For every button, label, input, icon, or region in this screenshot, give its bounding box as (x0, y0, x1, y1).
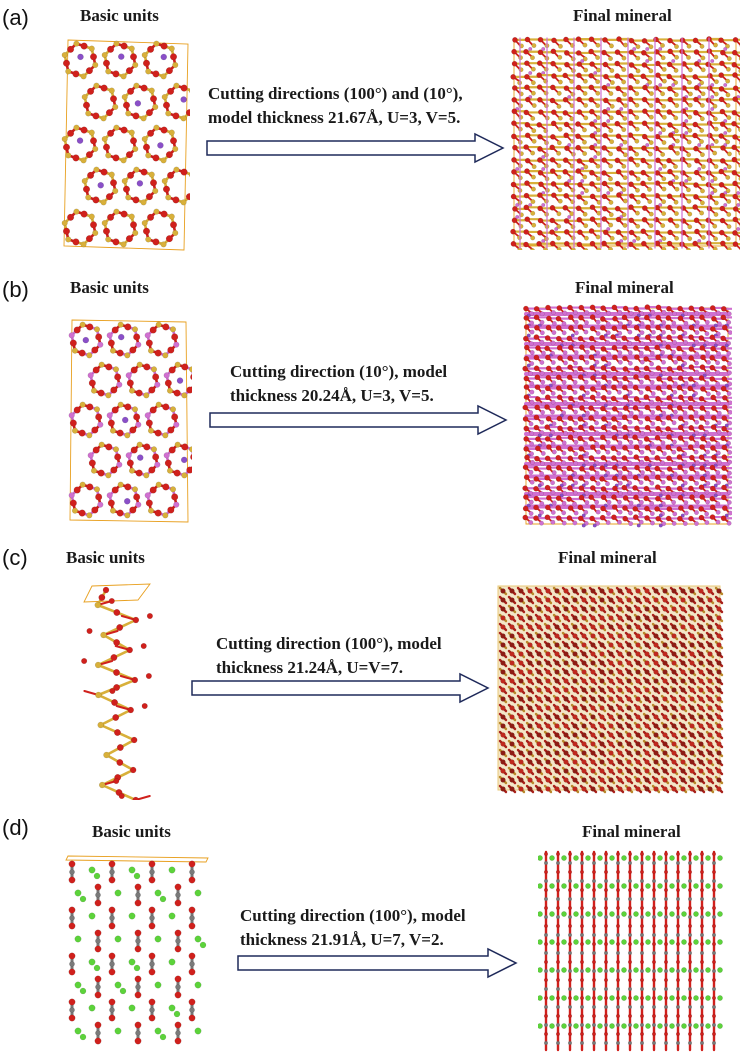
final-mineral-structure (522, 304, 732, 528)
panel-a: (a) Basic units Final mineral Cutting di… (0, 0, 747, 262)
basic-units-title: Basic units (70, 278, 149, 297)
cutting-description: Cutting direction (10°), model thickness… (230, 360, 550, 408)
cutting-description: Cutting direction (100°), model thicknes… (240, 904, 560, 952)
basic-unit-structure (65, 855, 209, 1045)
description-line: Cutting directions (100°) and (10°), (208, 84, 463, 103)
panel-label: (d) (2, 815, 29, 840)
basic-units-title: Basic units (92, 822, 171, 841)
process-arrow (191, 672, 490, 704)
process-arrow (209, 404, 508, 436)
basic-unit-structure (61, 39, 190, 251)
process-arrow (206, 132, 505, 164)
panel-label: (b) (2, 277, 29, 302)
final-mineral-title: Final mineral (558, 548, 657, 567)
panel-c: (c) Basic units Final mineral Cutting di… (0, 540, 747, 802)
basic-units-title: Basic units (80, 6, 159, 25)
final-mineral-title: Final mineral (582, 822, 681, 841)
final-mineral-structure (510, 36, 740, 250)
final-mineral-structure (538, 850, 723, 1052)
description-line: Cutting direction (100°), model (240, 906, 466, 925)
description-line: thickness 21.91Å, U=7, V=2. (240, 930, 444, 949)
cutting-description: Cutting direction (100°), model thicknes… (216, 632, 536, 680)
final-mineral-structure (497, 585, 724, 794)
panel-d: (d) Basic units Final mineral Cutting di… (0, 810, 747, 1058)
final-mineral-title: Final mineral (575, 278, 674, 297)
description-line: thickness 21.24Å, U=V=7. (216, 658, 404, 677)
panel-label: (a) (2, 5, 29, 30)
description-line: model thickness 21.67Å, U=3, V=5. (208, 108, 461, 127)
final-mineral-title: Final mineral (573, 6, 672, 25)
cutting-description: Cutting directions (100°) and (10°), mod… (208, 82, 528, 130)
basic-unit-structure (81, 583, 153, 800)
basic-unit-structure (68, 319, 192, 523)
panel-b: (b) Basic units Final mineral Cutting di… (0, 270, 747, 532)
panel-label: (c) (2, 545, 28, 570)
description-line: thickness 20.24Å, U=3, V=5. (230, 386, 434, 405)
basic-units-title: Basic units (66, 548, 145, 567)
description-line: Cutting direction (10°), model (230, 362, 448, 381)
process-arrow (237, 947, 518, 979)
description-line: Cutting direction (100°), model (216, 634, 442, 653)
